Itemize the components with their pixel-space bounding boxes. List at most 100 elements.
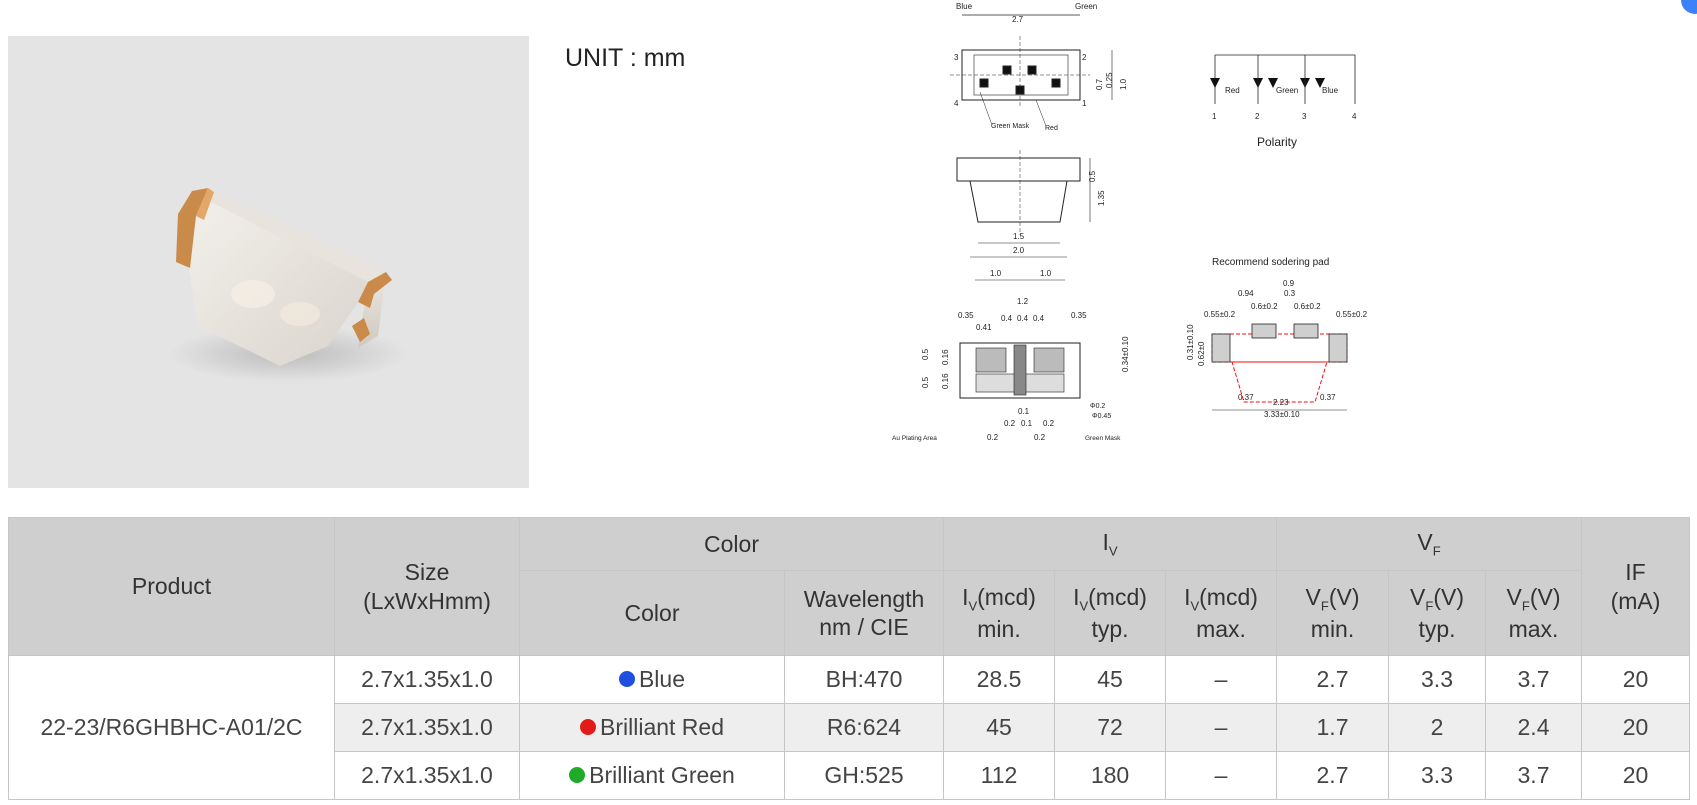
svg-text:3.33±0.10: 3.33±0.10 xyxy=(1264,410,1300,419)
svg-text:1.35: 1.35 xyxy=(1097,190,1106,206)
label-green: Green xyxy=(1075,2,1097,11)
spec-table: Product Size(LxWxHmm) Color IV VF IF(mA)… xyxy=(8,517,1691,800)
svg-text:0.4: 0.4 xyxy=(1001,314,1013,323)
color-dot-icon xyxy=(580,718,596,735)
svg-text:0.2: 0.2 xyxy=(987,433,999,442)
cell-if: 20 xyxy=(1581,655,1691,704)
cell-vf-min: 1.7 xyxy=(1276,703,1390,752)
svg-text:2: 2 xyxy=(1082,53,1087,62)
header-size: Size(LxWxHmm) xyxy=(334,517,520,656)
cell-vf-typ: 3.3 xyxy=(1388,751,1487,800)
soldering-pad-title: Recommend sodering pad xyxy=(1212,257,1329,268)
cell-iv-max: – xyxy=(1164,751,1278,800)
svg-text:0.37: 0.37 xyxy=(1320,393,1336,402)
polarity-diagram: Red Green Blue 1 2 3 4 Polarity xyxy=(1210,54,1357,149)
cell-vf-min: 2.7 xyxy=(1276,655,1390,704)
corner-badge[interactable] xyxy=(1681,0,1697,14)
svg-text:4: 4 xyxy=(954,99,959,108)
svg-text:1: 1 xyxy=(1082,99,1087,108)
cell-vf-max: 3.7 xyxy=(1485,751,1583,800)
cell-iv-typ: 180 xyxy=(1054,751,1166,800)
svg-text:0.5: 0.5 xyxy=(921,348,930,360)
polarity-blue: Blue xyxy=(1322,86,1339,95)
product-name[interactable]: 22-23/R6GHBHC-A01/2C xyxy=(8,655,335,800)
svg-text:1: 1 xyxy=(1212,112,1217,121)
dim-2-7: 2.7 xyxy=(1012,15,1024,24)
cell-iv-typ: 45 xyxy=(1054,655,1166,704)
polarity-red: Red xyxy=(1225,86,1240,95)
svg-text:2.23: 2.23 xyxy=(1273,398,1289,407)
table-row: 2.7x1.35x1.0 Brilliant Red R6:624 45 72 … xyxy=(9,703,1691,752)
cell-iv-max: – xyxy=(1164,655,1278,704)
svg-text:1.5: 1.5 xyxy=(1013,232,1025,241)
svg-text:0.6±0.2: 0.6±0.2 xyxy=(1251,302,1278,311)
cell-vf-typ: 2 xyxy=(1388,703,1487,752)
label-blue: Blue xyxy=(956,2,973,11)
svg-text:0.4: 0.4 xyxy=(1017,314,1029,323)
svg-text:0.16: 0.16 xyxy=(941,373,950,389)
svg-text:2: 2 xyxy=(1255,112,1260,121)
cell-if: 20 xyxy=(1581,751,1691,800)
cell-size: 2.7x1.35x1.0 xyxy=(334,751,520,800)
svg-text:0.4: 0.4 xyxy=(1033,314,1045,323)
svg-text:2.0: 2.0 xyxy=(1013,246,1025,255)
svg-text:Φ0.45: Φ0.45 xyxy=(1092,413,1111,420)
svg-text:0.2: 0.2 xyxy=(1043,419,1055,428)
dim-0-7: 0.7 xyxy=(1095,78,1104,90)
table-row: 22-23/R6GHBHC-A01/2C 2.7x1.35x1.0 Blue B… xyxy=(8,655,1691,800)
svg-text:4: 4 xyxy=(1352,112,1357,121)
product-photo xyxy=(8,36,529,488)
label-au-plating: Au Plating Area xyxy=(892,435,937,442)
label-green-mask: Green Mask xyxy=(991,123,1030,130)
cell-vf-min: 2.7 xyxy=(1276,751,1390,800)
svg-text:0.9: 0.9 xyxy=(1283,279,1295,288)
cell-iv-min: 28.5 xyxy=(943,655,1055,704)
svg-text:0.5: 0.5 xyxy=(921,376,930,388)
header-iv-group: IV xyxy=(942,517,1278,571)
header-color: Color xyxy=(519,570,785,656)
polarity-green: Green xyxy=(1276,86,1298,95)
svg-text:1.0: 1.0 xyxy=(990,269,1002,278)
side-view: 0.5 1.35 1.5 2.0 xyxy=(956,150,1106,258)
bottom-view: 1.0 1.0 1.2 0.35 0.35 0.41 0.4 0.4 0.4 0… xyxy=(892,269,1130,442)
cell-iv-min: 112 xyxy=(943,751,1055,800)
svg-text:0.2: 0.2 xyxy=(1004,419,1016,428)
cell-iv-typ: 72 xyxy=(1054,703,1166,752)
unit-label: UNIT : mm xyxy=(565,44,686,72)
cell-size: 2.7x1.35x1.0 xyxy=(334,655,520,704)
header-product: Product xyxy=(8,517,335,656)
cell-color: Brilliant Green xyxy=(519,751,785,800)
cell-vf-max: 3.7 xyxy=(1485,655,1583,704)
header-iv-typ: IV(mcd)typ. xyxy=(1054,570,1166,656)
label-green-mask-2: Green Mask xyxy=(1085,435,1121,442)
svg-text:0.1: 0.1 xyxy=(1018,407,1030,416)
svg-text:0.62±0: 0.62±0 xyxy=(1197,341,1206,366)
dim-1-0: 1.0 xyxy=(1119,78,1128,90)
cell-color: Brilliant Red xyxy=(519,703,785,752)
svg-text:0.16: 0.16 xyxy=(941,349,950,365)
svg-text:1.2: 1.2 xyxy=(1017,297,1029,306)
cell-vf-typ: 3.3 xyxy=(1388,655,1487,704)
svg-text:0.35: 0.35 xyxy=(1071,311,1087,320)
cell-size: 2.7x1.35x1.0 xyxy=(334,703,520,752)
header-vf-typ: VF(V)typ. xyxy=(1388,570,1487,656)
cell-wavelength: GH:525 xyxy=(784,751,944,800)
cell-if: 20 xyxy=(1581,703,1691,752)
svg-text:Φ0.2: Φ0.2 xyxy=(1090,403,1105,410)
svg-text:0.41: 0.41 xyxy=(976,323,992,332)
header-iv-max: IV(mcd)max. xyxy=(1164,570,1278,656)
svg-text:0.3: 0.3 xyxy=(1284,289,1296,298)
svg-text:0.1: 0.1 xyxy=(1021,419,1033,428)
dim-0-25: 0.25 xyxy=(1105,72,1114,88)
led-chip-image xyxy=(168,188,408,382)
svg-text:0.37: 0.37 xyxy=(1238,393,1254,402)
header-vf-min: VF(V)min. xyxy=(1276,570,1390,656)
cell-iv-min: 45 xyxy=(943,703,1055,752)
svg-text:0.94: 0.94 xyxy=(1238,289,1254,298)
cell-wavelength: BH:470 xyxy=(784,655,944,704)
svg-text:0.34±0.10: 0.34±0.10 xyxy=(1121,336,1130,372)
top-view: Blue Green 2.7 3 2 4 1 0.7 0.25 1.0 Gree… xyxy=(950,2,1128,132)
cell-iv-max: – xyxy=(1164,703,1278,752)
svg-text:0.31±0.10: 0.31±0.10 xyxy=(1186,324,1195,360)
